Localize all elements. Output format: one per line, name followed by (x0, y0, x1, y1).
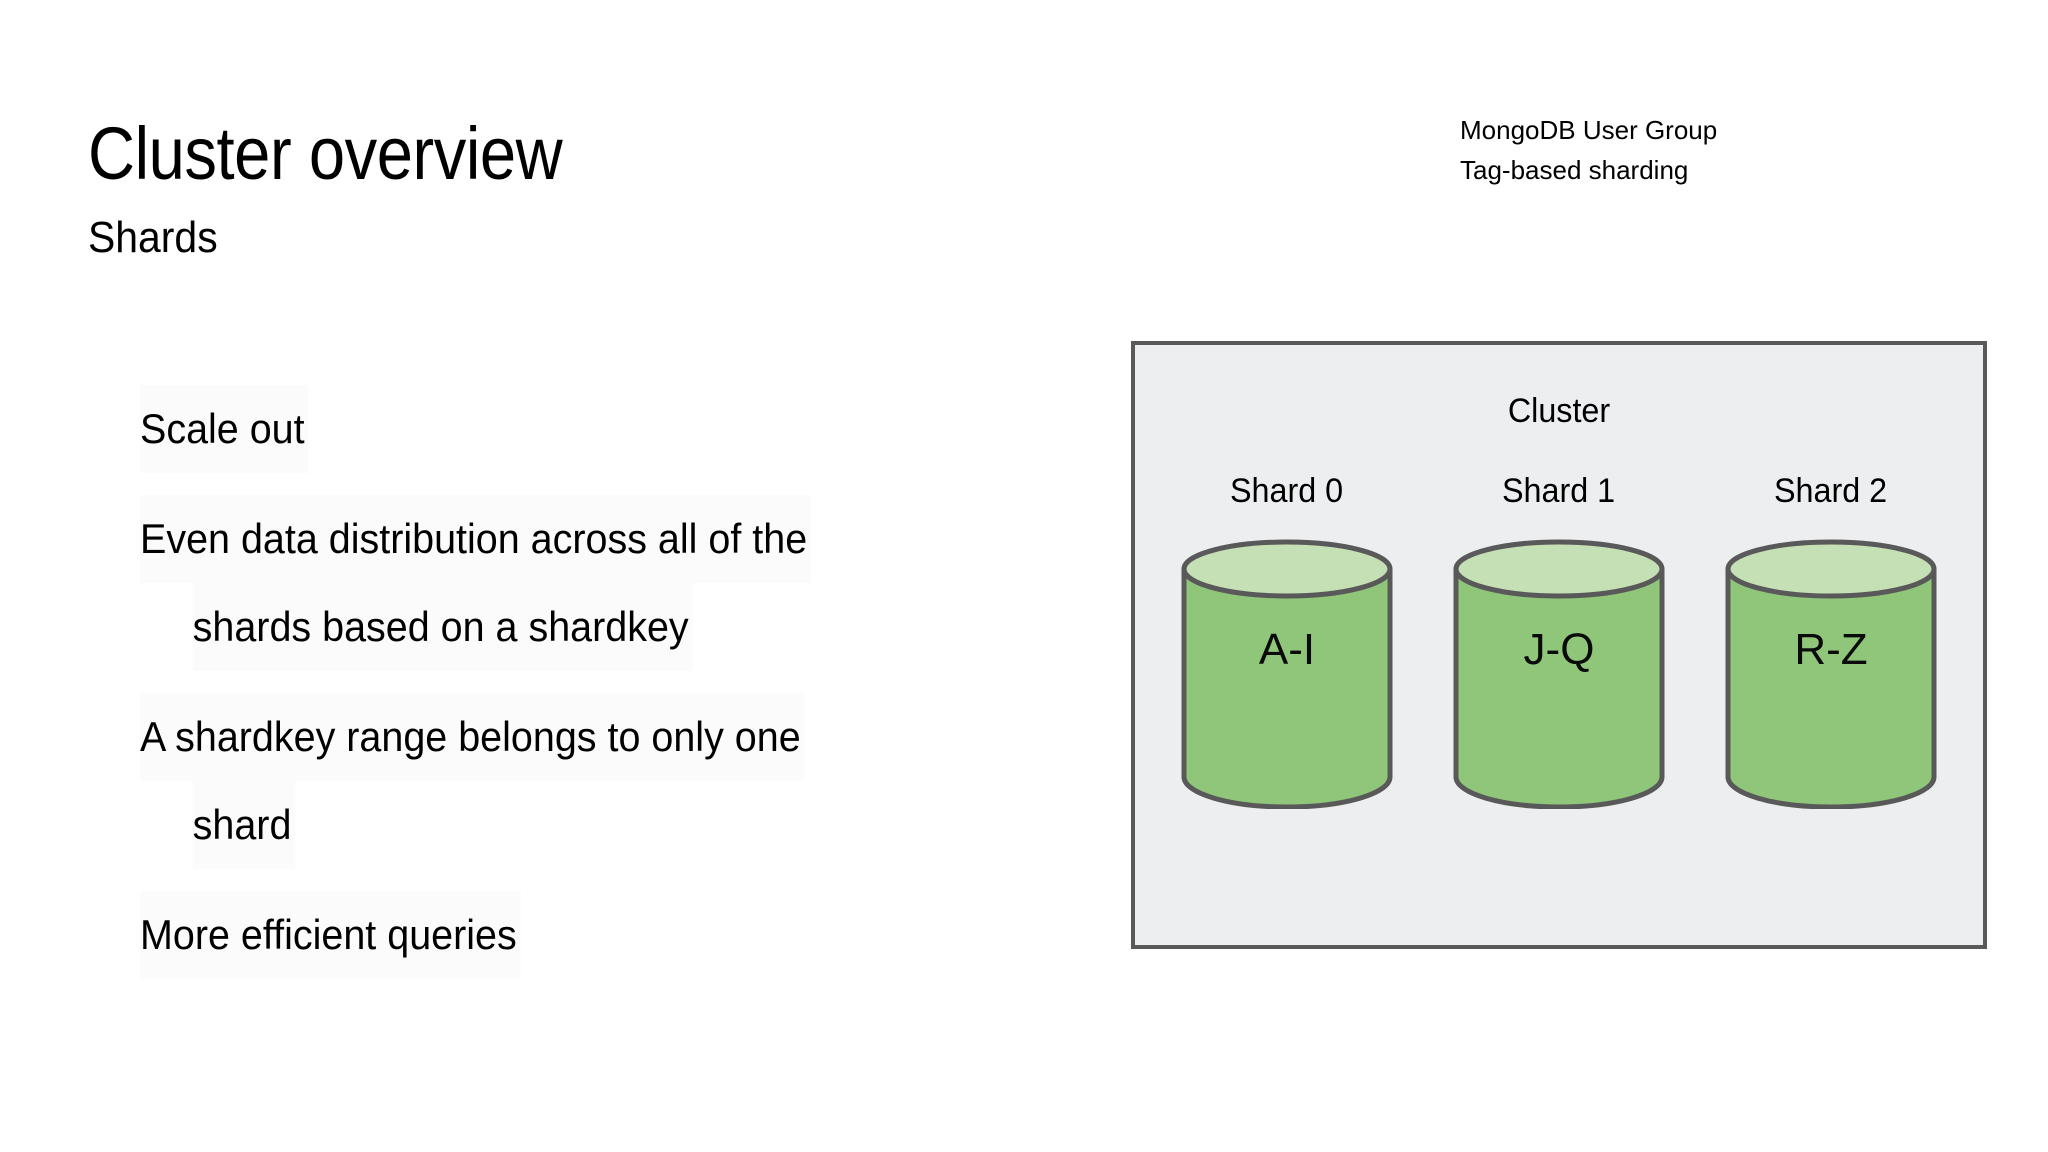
database-cylinder-icon: A-I (1179, 537, 1395, 809)
cluster-caption: Cluster (1507, 392, 1611, 430)
shard-row: Shard 0 A-I Shard 1 J-Q Shard 2 (1163, 471, 1955, 809)
bullet-line: More efficient queries (140, 891, 521, 979)
shard-label: Shard 1 (1502, 472, 1616, 510)
shard-0: Shard 0 A-I (1163, 471, 1411, 809)
page-subtitle: Shards (88, 213, 218, 262)
deck-label: MongoDB User Group Tag-based sharding (1460, 110, 1717, 190)
list-item: Even data distribution across all of the… (140, 495, 986, 671)
deck-label-line1: MongoDB User Group (1460, 115, 1718, 145)
bullet-line: Even data distribution across all of the (140, 495, 811, 583)
list-item: A shardkey range belongs to only one sha… (140, 693, 986, 869)
list-item: Scale out (140, 385, 986, 473)
bullet-list: Scale out Even data distribution across … (140, 385, 1040, 1001)
cluster-container: Cluster Shard 0 A-I Shard 1 J-Q (1131, 341, 1987, 949)
shard-label: Shard 2 (1774, 472, 1888, 510)
page-title: Cluster overview (88, 112, 563, 195)
bullet-line-wrap: shard (192, 781, 296, 869)
shard-label: Shard 0 (1230, 472, 1344, 510)
database-cylinder-icon: R-Z (1723, 537, 1939, 809)
database-cylinder-icon: J-Q (1451, 537, 1667, 809)
shard-2: Shard 2 R-Z (1707, 471, 1955, 809)
shard-1: Shard 1 J-Q (1435, 471, 1683, 809)
bullet-line: Scale out (140, 385, 309, 473)
deck-label-line2: Tag-based sharding (1460, 155, 1689, 185)
list-item: More efficient queries (140, 891, 986, 979)
bullet-line-wrap: shards based on a shardkey (192, 583, 693, 671)
bullet-line: A shardkey range belongs to only one (140, 693, 805, 781)
